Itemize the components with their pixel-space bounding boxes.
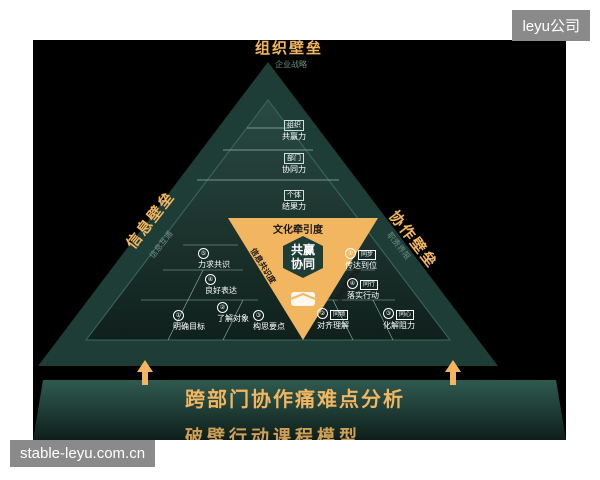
wall-top-subtitle: 企业战略	[275, 60, 307, 69]
culture-label: 文化牵引度	[273, 225, 323, 236]
tier-tag: 组织	[284, 120, 304, 131]
left-step-5: ⑤ 力求共识	[198, 248, 230, 269]
watermark-bottom: stable-leyu.com.cn	[10, 440, 156, 467]
left-step-2: ② 了解对象	[217, 302, 249, 323]
pyramid-graphic	[33, 62, 566, 440]
diagram-canvas: 组织壁垒 企业战略 信息壁垒 信息互通 协作壁垒 职责界限 组织 共赢力 部门 …	[33, 40, 566, 440]
core-label: 共赢协同	[290, 243, 315, 271]
tier-organization: 组织 共赢力	[282, 119, 306, 142]
left-up-arrow-icon	[137, 360, 153, 385]
banner-title: 跨部门协作痛难点分析	[185, 387, 405, 411]
watermark-top: leyu公司	[512, 10, 590, 41]
tier-label: 协同力	[282, 165, 306, 174]
tier-individual: 个体 结果力	[282, 189, 306, 212]
tier-tag: 个体	[284, 190, 304, 201]
right-up-arrow-icon	[445, 360, 461, 385]
tier-label: 共赢力	[282, 132, 306, 141]
left-step-3: ③ 构思要点	[253, 310, 285, 331]
banner-shape	[33, 380, 566, 440]
handshake-icon	[290, 292, 316, 306]
core-hexagon	[283, 236, 323, 278]
tier-department: 部门 协同力	[282, 152, 306, 175]
banner-subtitle: 破壁行动课程模型	[185, 427, 361, 440]
left-step-4: ④ 良好表达	[205, 274, 237, 295]
center-triangle	[228, 218, 378, 340]
wall-top-title: 组织壁垒	[255, 40, 324, 57]
left-step-1: ① 明确目标	[173, 310, 205, 331]
tier-tag: 部门	[284, 153, 304, 164]
tier-label: 结果力	[282, 202, 306, 211]
